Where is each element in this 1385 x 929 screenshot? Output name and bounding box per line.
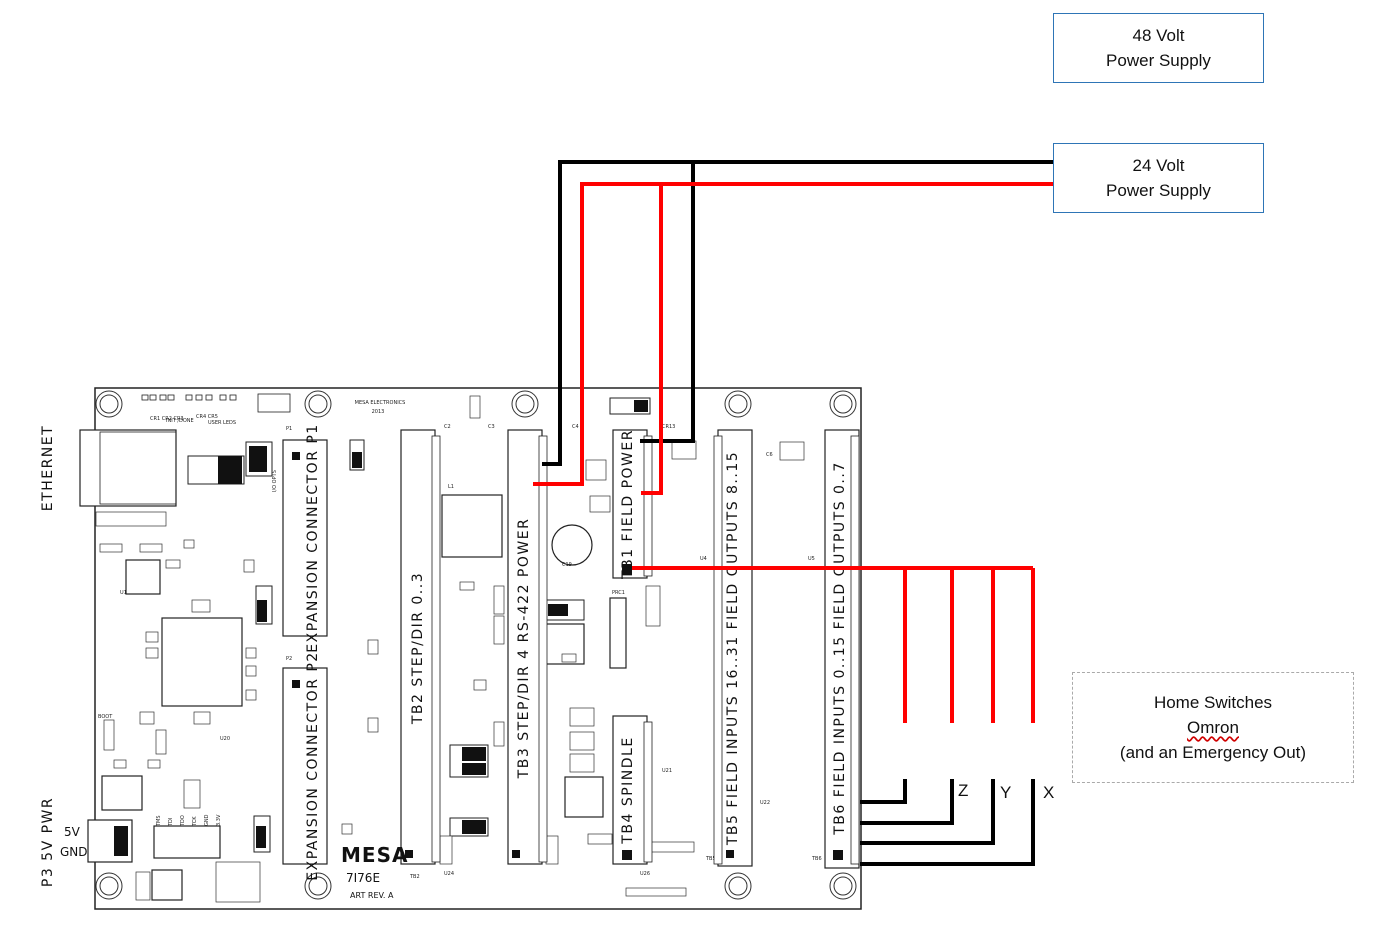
svg-text:PRC1: PRC1 <box>612 590 625 596</box>
black-signal-z <box>860 779 954 825</box>
svg-text:CR1 CR2 CR3: CR1 CR2 CR3 <box>150 416 184 422</box>
axis-label-x: X <box>1043 783 1055 802</box>
svg-text:P2: P2 <box>286 656 292 662</box>
tb2-label: TB2 STEP/DIR 0..3 <box>410 572 426 725</box>
terminal-block-tb2: TB2 STEP/DIR 0..3 <box>400 429 441 865</box>
ps24-line1: 24 Volt <box>1132 156 1185 175</box>
integrated-circuits <box>101 494 627 901</box>
p3-label: P3 5V PWR <box>40 797 56 887</box>
jumper-blocks <box>187 397 651 853</box>
svg-text:U4: U4 <box>700 556 707 562</box>
mesa-7i76e-board: ETHERNET P3 5V PWR 5V GND MESA ELECTRONI… <box>40 387 862 910</box>
tb1-label: TB1 FIELD POWER <box>620 429 636 580</box>
power-supply-48v: 48 Volt Power Supply <box>1053 13 1264 83</box>
svg-text:C4: C4 <box>572 424 579 430</box>
home-line2: Omron <box>1187 718 1239 737</box>
power-supply-24v: 24 Volt Power Supply <box>1053 143 1264 213</box>
io-opts-label: I/O OPTS <box>272 470 278 492</box>
svg-text:L1: L1 <box>448 484 454 490</box>
svg-text:TCK: TCK <box>192 816 198 827</box>
svg-text:U1: U1 <box>120 590 127 596</box>
capacitor <box>551 524 593 566</box>
svg-text:U24: U24 <box>444 871 454 877</box>
home-switches-box: Home Switches Omron (and an Emergency Ou… <box>1072 672 1354 783</box>
terminal-block-tb3: TB3 STEP/DIR 4 RS-422 POWER <box>507 429 548 865</box>
svg-text:U22: U22 <box>760 800 770 806</box>
tb5-label: TB5 FIELD INPUTS 16..31 FIELD OUTPUTS 8.… <box>725 451 741 846</box>
ps24-line2: Power Supply <box>1106 181 1211 200</box>
ps48-line2: Power Supply <box>1106 51 1211 70</box>
terminal-block-tb6: TB6 FIELD INPUTS 0..15 FIELD OUTPUTS 0..… <box>824 429 860 869</box>
svg-text:CR4 CR5: CR4 CR5 <box>196 414 218 420</box>
exp-p2-label: EXPANSION CONNECTOR P2 <box>305 651 321 880</box>
home-line1: Home Switches <box>1153 693 1273 712</box>
led-row <box>141 393 291 413</box>
axis-label-y: Y <box>1000 783 1012 802</box>
black-signal-x <box>860 779 1035 866</box>
svg-text:TB6: TB6 <box>811 856 822 862</box>
tb4-label: TB4 SPINDLE <box>620 736 636 844</box>
expansion-connector-p1: EXPANSION CONNECTOR P1 <box>282 423 328 653</box>
art-rev-label: ART REV. A <box>350 891 394 900</box>
year-label: 2013 <box>372 409 385 415</box>
axis-label-z: Z <box>958 781 969 800</box>
svg-text:TDI: TDI <box>168 818 174 827</box>
red-wire-tb1 <box>641 184 663 495</box>
tb3-label: TB3 STEP/DIR 4 RS-422 POWER <box>516 518 532 780</box>
black-wire-tb3 <box>542 160 1053 466</box>
svg-text:TMS: TMS <box>156 815 162 827</box>
svg-text:C2: C2 <box>444 424 451 430</box>
maker-label: MESA ELECTRONICS <box>355 400 406 406</box>
ps48-line1: 48 Volt <box>1132 26 1185 45</box>
home-line3: (and an Emergency Out) <box>1119 743 1307 762</box>
small-components <box>95 395 805 903</box>
svg-text:TDO: TDO <box>180 815 186 827</box>
wires <box>533 160 1053 866</box>
svg-text:C19: C19 <box>562 562 572 568</box>
svg-text:CR13: CR13 <box>662 424 675 430</box>
black-wire-tb1 <box>640 162 695 443</box>
svg-text:U26: U26 <box>640 871 650 877</box>
svg-text:P1: P1 <box>286 426 292 432</box>
mounting-holes <box>95 390 857 900</box>
black-signal-estop <box>860 779 907 804</box>
5v-label: 5V <box>64 825 81 839</box>
svg-text:GND: GND <box>204 814 210 826</box>
svg-text:C3: C3 <box>488 424 495 430</box>
mesa-logo: MESA <box>341 843 408 867</box>
svg-text:U20: U20 <box>220 736 230 742</box>
svg-text:TB2: TB2 <box>409 874 420 880</box>
terminal-block-tb5: TB5 FIELD INPUTS 16..31 FIELD OUTPUTS 8.… <box>713 429 753 867</box>
expansion-connector-p2: EXPANSION CONNECTOR P2 <box>282 651 328 881</box>
gnd-label: GND <box>60 845 88 859</box>
svg-text:U21: U21 <box>662 768 672 774</box>
svg-text:3.3V: 3.3V <box>216 814 222 826</box>
svg-text:C6: C6 <box>766 452 773 458</box>
user-leds-label: USER LEDS <box>208 420 236 426</box>
tb6-label: TB6 FIELD INPUTS 0..15 FIELD OUTPUTS 0..… <box>832 461 848 836</box>
terminal-block-tb4: TB4 SPINDLE <box>612 715 653 865</box>
init-done-label: INIT /DONE <box>166 418 194 424</box>
svg-text:U5: U5 <box>808 556 815 562</box>
ethernet-jack <box>79 429 177 507</box>
svg-text:TB5: TB5 <box>705 856 716 862</box>
boot-label: BOOT <box>98 714 113 720</box>
red-wire-tb3 <box>533 182 1053 486</box>
ethernet-label: ETHERNET <box>40 425 56 511</box>
jtag-labels: TMS TDI TDO TCK GND 3.3V <box>156 814 222 827</box>
black-signal-y <box>860 779 995 845</box>
exp-p1-label: EXPANSION CONNECTOR P1 <box>305 423 321 652</box>
model-label: 7I76E <box>346 871 380 885</box>
silkscreen-labels: CR1 CR2 CR3 CR4 CR5 P1 P2 U1 U20 L1 C19 … <box>120 414 822 880</box>
terminal-block-tb1: TB1 FIELD POWER <box>612 429 653 580</box>
